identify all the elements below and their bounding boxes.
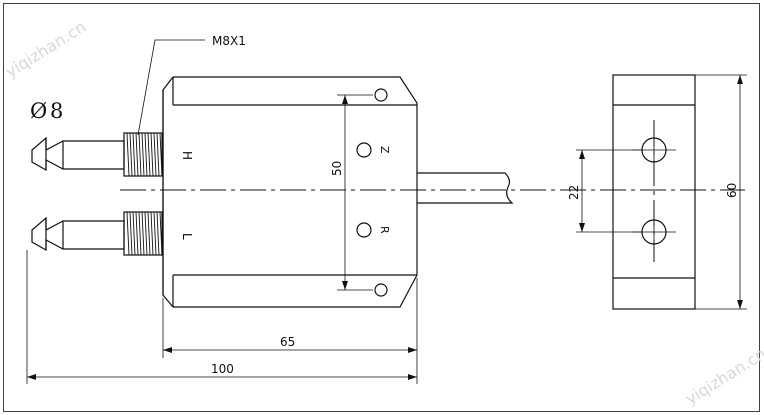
sensor-body: [162, 76, 418, 308]
dimension-end-height: [695, 74, 747, 310]
diameter-symbol: Ø: [30, 99, 47, 123]
watermark-top-left: yiqizhan.cn: [2, 17, 89, 81]
thread-spec-label: M8X1: [212, 34, 246, 48]
dimension-body-height-label: 50: [330, 161, 344, 176]
dimension-body-width: [162, 278, 418, 358]
dimension-overall-length-label: 100: [211, 362, 234, 376]
dimension-overall-length: [26, 250, 418, 384]
dimension-hole-spacing-label: 22: [567, 185, 581, 200]
dimension-body-height: [337, 94, 373, 291]
cable: [417, 172, 514, 204]
port-low-label: L: [180, 233, 194, 240]
range-adjust-pot: [356, 222, 372, 238]
pressure-port-high: [31, 132, 163, 177]
mounting-hole-bottom: [374, 283, 388, 297]
thread-low: [126, 211, 163, 256]
dimension-body-width-label: 65: [280, 335, 295, 349]
dimension-end-height-label: 60: [725, 183, 739, 198]
watermark-bottom-right: yiqizhan.cn: [682, 344, 764, 408]
end-view: [612, 74, 696, 310]
zero-adjust-pot: [356, 142, 372, 158]
diameter-value: 8: [50, 99, 63, 123]
thread-leader: [137, 39, 205, 136]
range-mark-label: R: [378, 226, 391, 234]
thread-high: [126, 132, 163, 177]
port-high-label: H: [180, 151, 194, 160]
zero-mark-label: Z: [378, 146, 391, 154]
drawing-border: [3, 3, 760, 412]
dimension-hole-spacing: [576, 149, 642, 233]
pressure-port-low: [31, 211, 163, 256]
mounting-hole-top: [374, 88, 388, 102]
